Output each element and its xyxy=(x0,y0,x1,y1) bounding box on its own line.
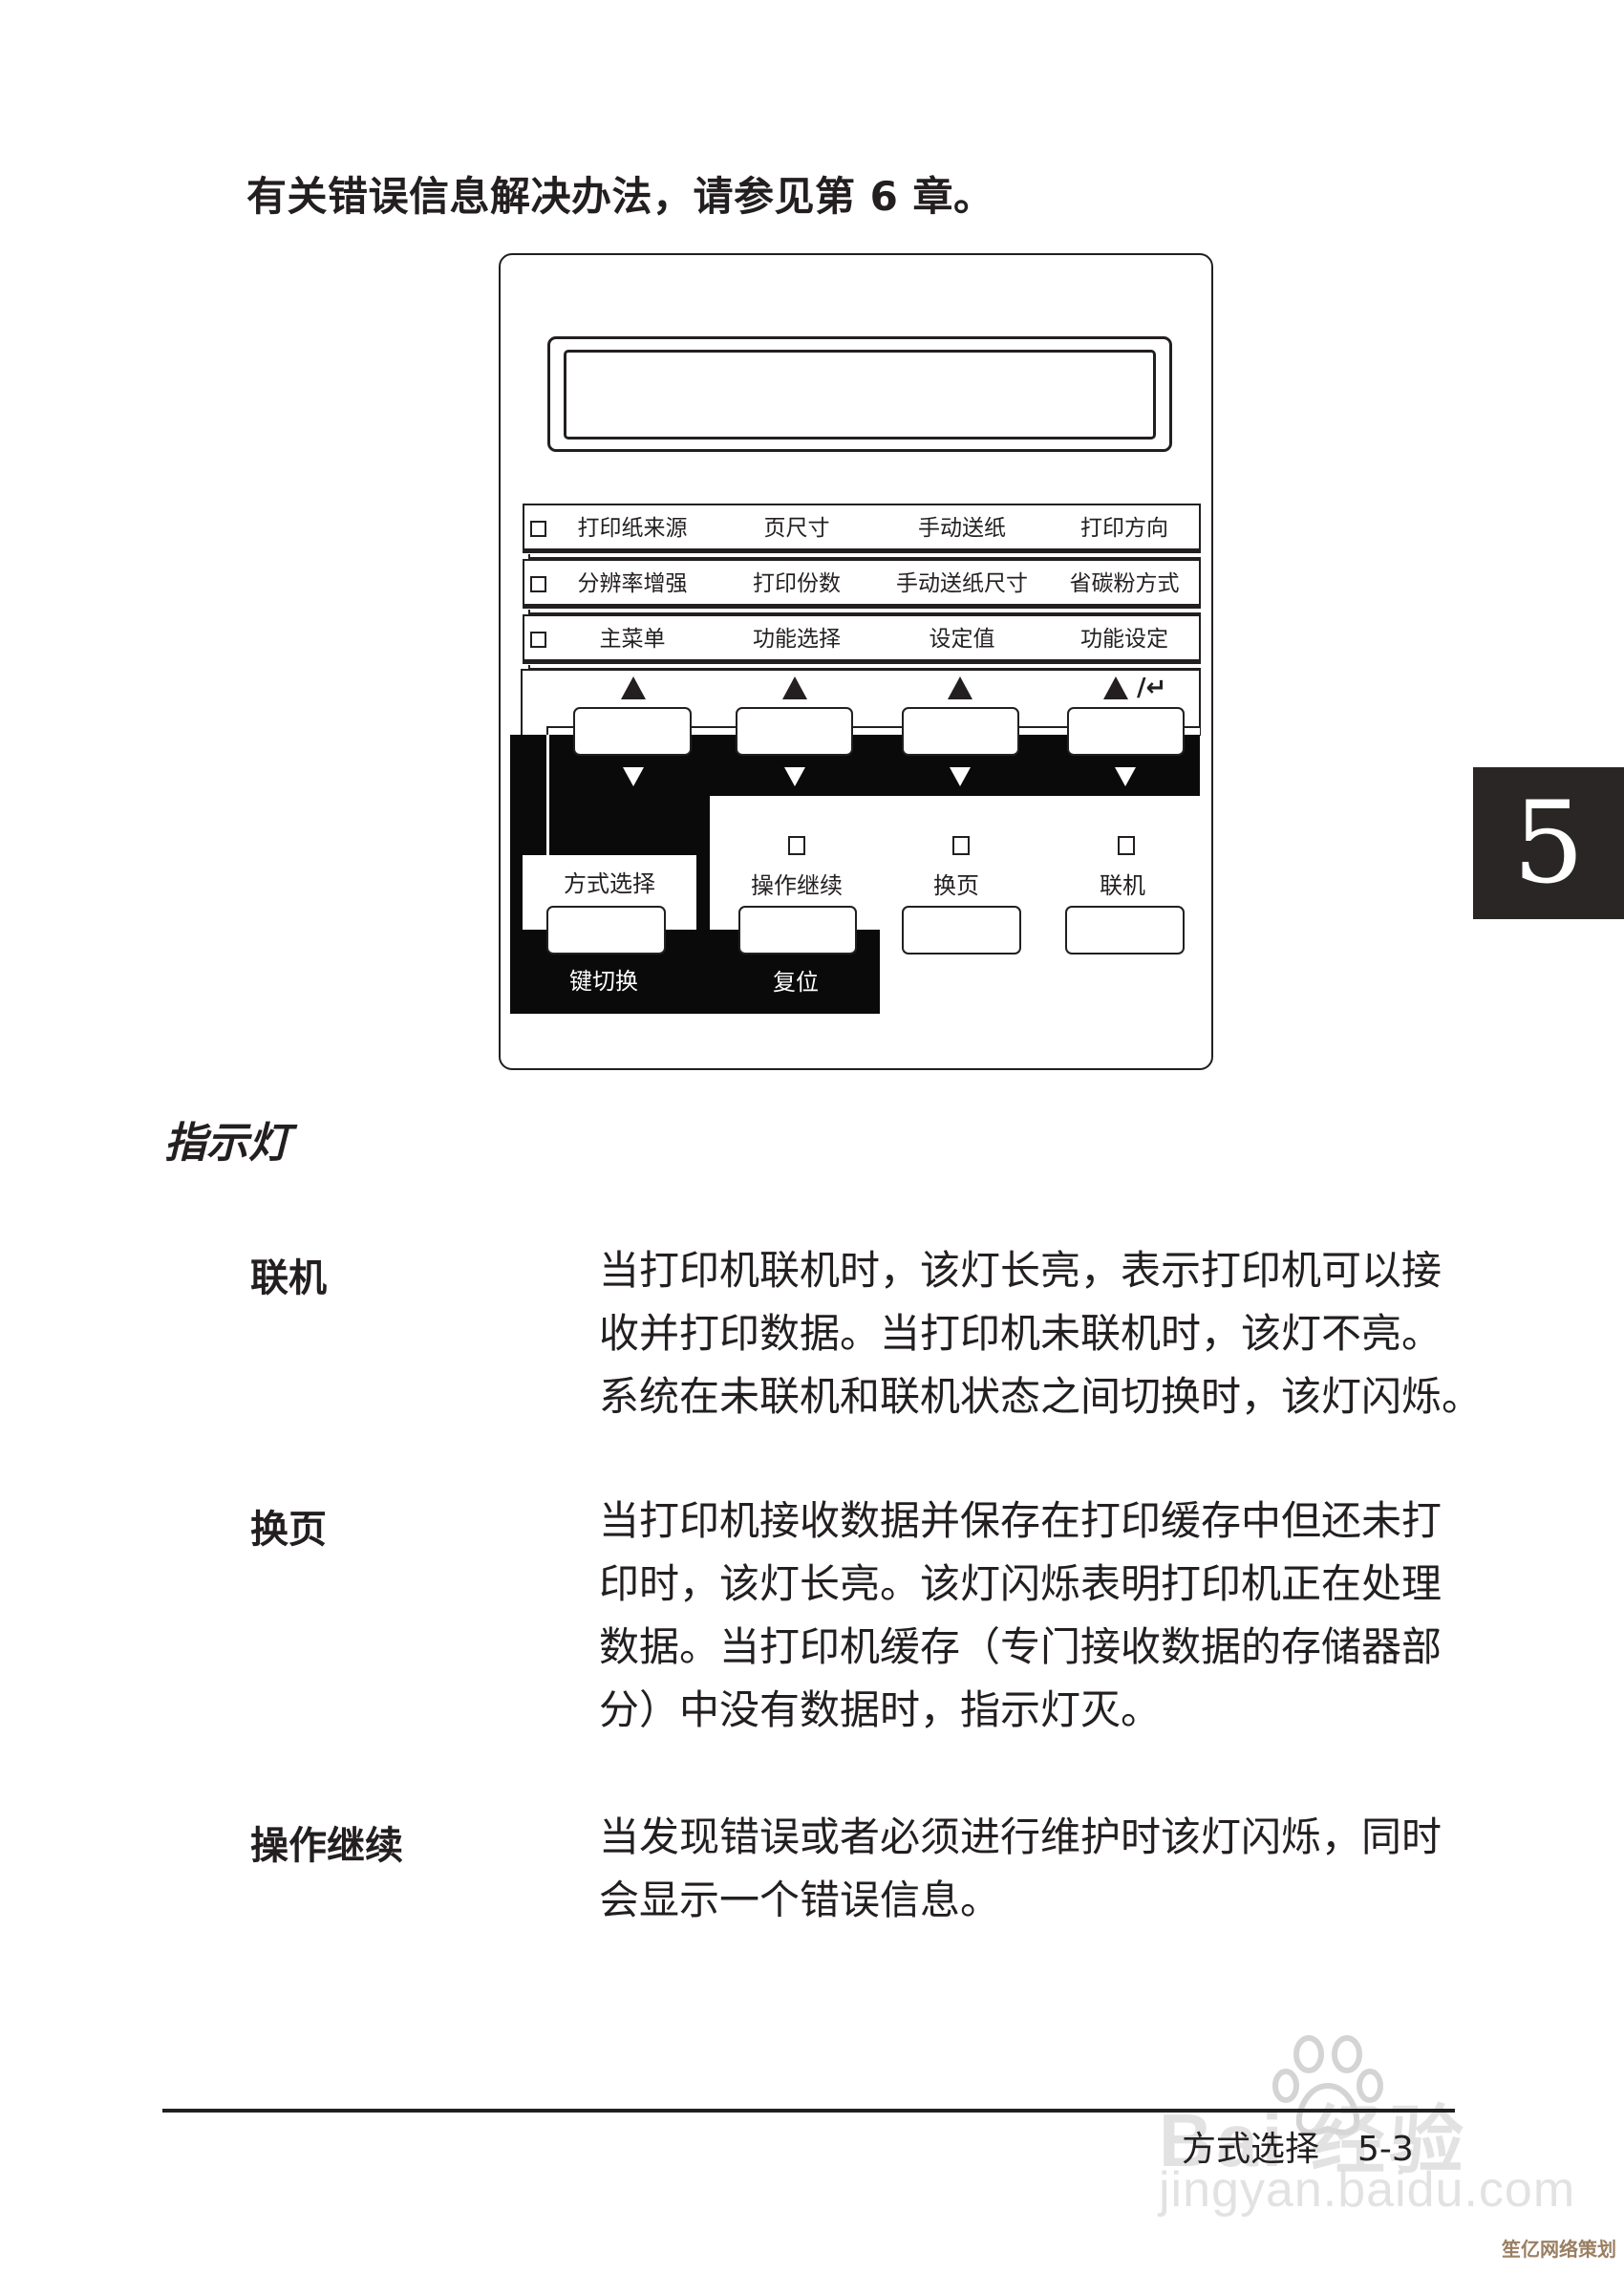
down-arrow-icon xyxy=(623,767,644,786)
led-form-feed xyxy=(952,836,970,855)
row-label: 手动送纸 xyxy=(918,516,1006,541)
desc-line: 系统在未联机和联机状态之间切换时，该灯闪烁。 xyxy=(599,1373,1483,1420)
row-label: 设定值 xyxy=(929,627,995,652)
section-title: 指示灯 xyxy=(164,1119,290,1168)
led-resume xyxy=(788,836,805,855)
arrow-key-frame xyxy=(521,669,1201,736)
key-band-dark xyxy=(696,855,710,932)
label-reset: 复位 xyxy=(773,969,819,996)
row-divider xyxy=(528,554,1201,559)
key-setting-value[interactable] xyxy=(902,707,1019,756)
menu-row-3: 主菜单 功能选择 设定值 功能设定 xyxy=(523,614,1201,664)
term-form-feed: 换页 xyxy=(250,1508,327,1552)
desc-resume: 当发现错误或者必须进行维护时该灯闪烁，同时 会显示一个错误信息。 xyxy=(599,1806,1478,1932)
desc-form-feed: 当打印机接收数据并保存在打印缓存中但还未打 印时，该灯长亮。该灯闪烁表明打印机正… xyxy=(599,1490,1478,1742)
enter-icon: /↵ xyxy=(1137,674,1167,702)
desc-line: 收并打印数据。当打印机未联机时，该灯不亮。 xyxy=(599,1310,1442,1357)
down-arrow-icon xyxy=(784,767,805,786)
menu-row-1: 打印纸来源 页尺寸 手动送纸 打印方向 xyxy=(523,504,1201,553)
term-resume: 操作继续 xyxy=(250,1824,403,1868)
label-key-switch: 键切换 xyxy=(569,968,638,995)
row-divider xyxy=(528,610,1201,614)
desc-line: 当打印机联机时，该灯长亮，表示打印机可以接 xyxy=(599,1247,1442,1294)
label-online: 联机 xyxy=(1100,872,1145,899)
menu-row-2: 分辨率增强 打印份数 手动送纸尺寸 省碳粉方式 xyxy=(523,559,1201,609)
row-label: 手动送纸尺寸 xyxy=(896,571,1028,596)
desc-online: 当打印机联机时，该灯长亮，表示打印机可以接 收并打印数据。当打印机未联机时，该灯… xyxy=(599,1239,1483,1428)
key-main-menu[interactable] xyxy=(573,707,692,756)
key-function-set[interactable] xyxy=(1067,707,1185,756)
key-function-select[interactable] xyxy=(736,707,853,756)
key-online[interactable] xyxy=(1065,906,1185,955)
page-footer: 方式选择 5-3 xyxy=(1182,2121,1414,2171)
key-resume[interactable] xyxy=(738,906,857,955)
watermark-url: jingyan.baidu.com xyxy=(1159,2162,1576,2218)
up-arrow-icon xyxy=(1103,676,1128,699)
label-resume: 操作继续 xyxy=(751,872,843,899)
lcd-display-frame xyxy=(547,336,1172,452)
key-mode-select[interactable] xyxy=(546,906,666,955)
term-online: 联机 xyxy=(250,1256,327,1300)
label-form-feed: 换页 xyxy=(933,872,979,899)
desc-line: 会显示一个错误信息。 xyxy=(599,1877,1001,1923)
row-label: 打印份数 xyxy=(753,571,841,596)
page-number: 5-3 xyxy=(1357,2130,1414,2169)
key-band-dark xyxy=(510,796,710,855)
desc-line: 当发现错误或者必须进行维护时该灯闪烁，同时 xyxy=(599,1813,1442,1860)
row-label: 页尺寸 xyxy=(763,516,830,541)
row-indicator-1 xyxy=(530,521,546,537)
intro-text: 有关错误信息解决办法，请参见第 6 章。 xyxy=(246,173,994,220)
row-indicator-3 xyxy=(530,632,546,648)
desc-line: 分）中没有数据时，指示灯灭。 xyxy=(599,1686,1162,1733)
up-arrow-icon xyxy=(948,676,972,699)
led-online xyxy=(1118,836,1135,855)
lcd-display xyxy=(564,350,1156,440)
key-form-feed[interactable] xyxy=(902,906,1021,955)
footer-section-name: 方式选择 xyxy=(1182,2130,1320,2169)
row-label: 功能设定 xyxy=(1080,627,1168,652)
row-label: 省碳粉方式 xyxy=(1069,571,1180,596)
desc-line: 印时，该灯长亮。该灯闪烁表明打印机正在处理 xyxy=(599,1560,1442,1607)
corner-watermark: 笙亿网络策划 xyxy=(1502,2238,1616,2261)
down-arrow-icon xyxy=(950,767,971,786)
up-arrow-icon xyxy=(621,676,646,699)
down-arrow-icon xyxy=(1115,767,1136,786)
up-arrow-icon xyxy=(782,676,807,699)
row-label: 打印方向 xyxy=(1080,516,1168,541)
row-label: 功能选择 xyxy=(753,627,841,652)
row-indicator-2 xyxy=(530,576,546,592)
footer-rule xyxy=(162,2109,1455,2113)
desc-line: 数据。当打印机缓存（专门接收数据的存储器部 xyxy=(599,1623,1442,1670)
desc-line: 当打印机接收数据并保存在打印缓存中但还未打 xyxy=(599,1497,1442,1544)
row-label: 主菜单 xyxy=(599,627,666,652)
chapter-tab: 5 xyxy=(1473,767,1624,919)
band-outline xyxy=(546,726,1200,735)
row-label: 分辨率增强 xyxy=(577,571,688,596)
band-outline xyxy=(546,735,549,855)
row-label: 打印纸来源 xyxy=(577,516,688,541)
label-mode-select: 方式选择 xyxy=(564,870,655,897)
